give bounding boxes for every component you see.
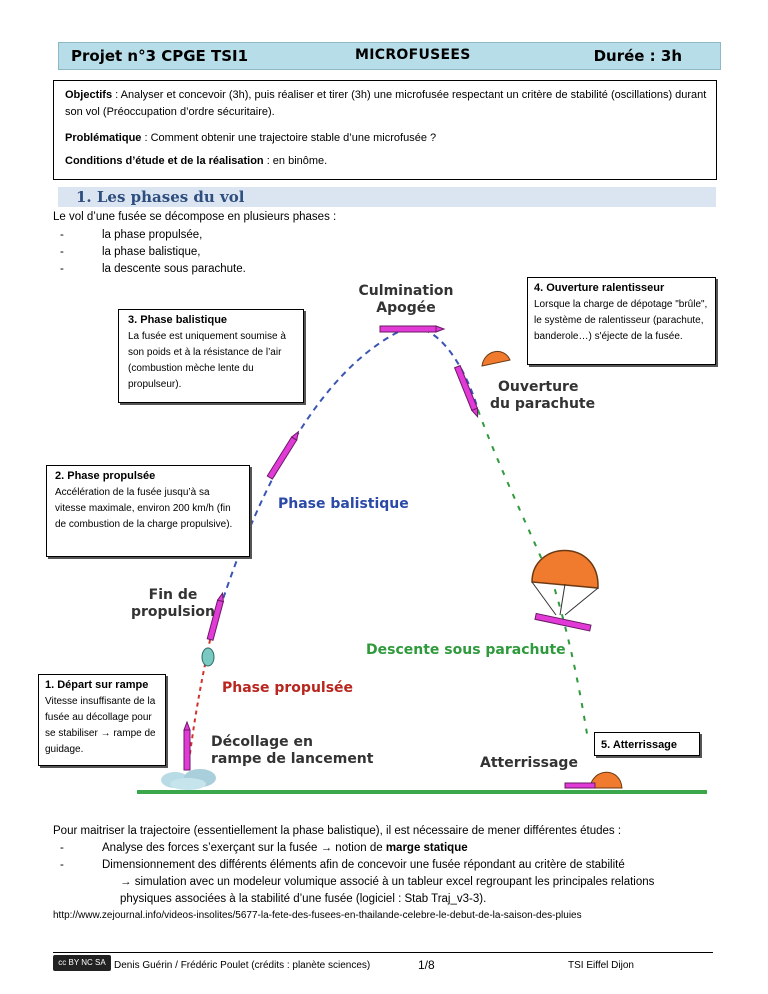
problem-text: : Comment obtenir une trajectoire stable… [141,132,437,144]
callout-launch-ramp: 1. Départ sur rampe Vitesse insuffisante… [38,674,166,766]
rocket-icon [266,430,300,480]
reference-link[interactable]: http://www.zejournal.info/videos-insolit… [53,910,582,921]
static-margin-term: marge statique [385,842,468,854]
rocket-icon [534,612,592,632]
descent-trajectory [477,409,589,741]
footer-authors: Denis Guérin / Frédéric Poulet (crédits … [114,960,371,971]
rocket-icon [453,364,479,419]
parachute-icon [531,549,599,616]
objectives-label: Objectifs [65,89,113,101]
page-number: 1/8 [418,958,435,972]
intro-text: Le vol d’une fusée se décompose en plusi… [53,211,337,223]
smoke-icon [161,769,216,790]
conditions-paragraph: Conditions d’étude et de la réalisation … [65,153,715,170]
callout-ballistic-phase: 3. Phase balistique La fusée est uniquem… [118,309,304,403]
rocket-icon [206,591,224,641]
callout-propelled-phase: 2. Phase propulsée Accélération de la fu… [46,465,250,557]
label-ballistic-phase: Phase balistique [278,496,409,512]
rocket-icon [183,720,191,771]
conditions-text: : en binôme. [263,155,328,167]
label-propelled-phase: Phase propulsée [222,680,354,696]
footer-divider [53,952,713,953]
label-culmination: Culmination Apogée [358,283,454,316]
landed-rocket-icon [564,771,623,789]
rocket-icon [379,325,446,333]
flame-icon [201,647,215,667]
list-item: - Dimensionnement des différents élément… [60,859,655,905]
cc-license-badge: cc BY NC SA [53,955,111,971]
ground-line [137,790,707,794]
header-banner: Projet n°3 CPGE TSI1 MICROFUSEES Durée :… [58,42,721,70]
problem-paragraph: Problématique : Comment obtenir une traj… [65,130,715,147]
document-title: MICROFUSEES [355,47,471,63]
label-parachute-descent: Descente sous parachute [366,642,566,658]
conditions-label: Conditions d’étude et de la réalisation [65,155,264,167]
duration: Durée : 3h [593,47,682,65]
section-heading: 1. Les phases du vol [58,187,716,207]
objectives-box: Objectifs : Analyser et concevoir (3h), … [53,80,717,180]
label-parachute-opening: Ouverture du parachute [490,379,596,412]
objectives-paragraph: Objectifs : Analyser et concevoir (3h), … [65,87,715,121]
studies-intro: Pour maitriser la trajectoire (essentiel… [53,825,622,837]
footer-school: TSI Eiffel Dijon [568,960,634,971]
flight-diagram [137,325,707,794]
small-parachute-icon [481,351,511,367]
studies-list: - Analyse des forces s’exerçant sur la f… [60,840,740,908]
problem-label: Problématique [65,132,142,144]
section-title: 1. Les phases du vol [76,188,245,206]
list-item: - Analyse des forces s’exerçant sur la f… [60,842,468,854]
callout-parachute-opening: 4. Ouverture ralentisseur Lorsque la cha… [527,277,716,365]
label-landing: Atterrissage [480,755,578,771]
project-title: Projet n°3 CPGE TSI1 [71,47,249,65]
callout-landing: 5. Atterrissage [594,732,700,756]
label-takeoff: Décollage en rampe de lancement [211,734,374,767]
objectives-text: : Analyser et concevoir (3h), puis réali… [65,89,707,118]
label-end-propulsion: Fin de propulsion [130,587,216,620]
